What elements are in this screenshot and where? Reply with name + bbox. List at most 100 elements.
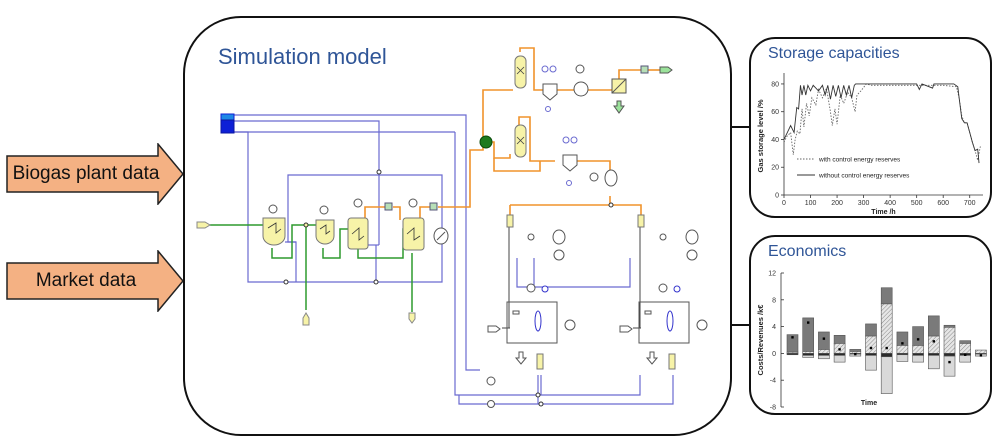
y-tick-label: 40 [771, 137, 779, 144]
gas-splitter-icon[interactable] [479, 135, 493, 149]
bar-segment [833, 355, 846, 363]
junction-icon [608, 202, 614, 208]
net-value-marker [901, 342, 904, 345]
series-line-2 [783, 83, 980, 164]
bar-segment [802, 351, 815, 354]
bar-segment [896, 331, 909, 346]
junction-icon [373, 279, 379, 285]
x-tick-label: 400 [884, 200, 896, 207]
compressor-icon[interactable] [573, 81, 589, 97]
junction-icon [376, 169, 382, 175]
bar-segment [833, 353, 846, 356]
bar-segment [818, 331, 830, 350]
y-tick-label: 60 [771, 109, 779, 116]
junction-icon [535, 392, 541, 398]
net-value-marker [791, 336, 794, 339]
panel-title: Simulation model [218, 44, 387, 69]
y-axis-label: Costs/Revenues /k€ [756, 304, 765, 376]
biomethane-output-icon[interactable] [659, 66, 673, 74]
y-tick-label: 0 [772, 351, 776, 358]
y-tick-label: 20 [771, 165, 779, 172]
x-tick-label: 300 [858, 200, 870, 207]
bar-segment [818, 353, 830, 356]
net-value-marker [948, 360, 951, 364]
bar-segment [896, 354, 909, 362]
arrow-shape [6, 248, 184, 314]
bar-segment [802, 353, 815, 356]
net-value-marker [854, 352, 857, 356]
upgrading-column-1[interactable] [514, 55, 527, 89]
net-value-marker [885, 346, 888, 350]
x-tick-label: 200 [831, 200, 843, 207]
gas-sensor-icon [640, 65, 649, 74]
bar-segment [865, 335, 877, 354]
heat-exchanger-1[interactable] [541, 65, 558, 112]
bar-segment [943, 355, 956, 377]
gas-lines [364, 47, 660, 220]
bar-segment [943, 353, 956, 357]
bar-segment [880, 356, 893, 394]
gas-sensor-icon [429, 202, 438, 211]
net-value-marker [932, 340, 935, 343]
arrow-right-icon [6, 248, 184, 314]
bar-segment [786, 353, 799, 356]
blower-icon[interactable] [604, 169, 618, 187]
panel-title: Economics [768, 243, 847, 260]
bar-segment [786, 334, 799, 353]
bar-segment [833, 335, 846, 344]
substrate-input-icon[interactable] [302, 312, 310, 326]
bar-segment [865, 323, 877, 337]
digester-3[interactable] [347, 198, 369, 250]
net-value-marker [979, 354, 983, 357]
junction-icon [303, 222, 309, 228]
net-value-marker [869, 346, 873, 350]
arrow-shape [6, 141, 184, 207]
junction-icon [283, 279, 289, 285]
digester-2[interactable] [315, 205, 335, 245]
substrate-feed-in-icon[interactable] [196, 221, 211, 229]
legend-label: with control energy reserves [818, 157, 901, 164]
bar-segment [849, 349, 862, 352]
chp-unit-1[interactable] [487, 214, 576, 370]
heating-pump-icon[interactable] [487, 400, 495, 408]
motor-icon [575, 64, 585, 74]
digester-1[interactable] [262, 204, 286, 246]
bar-segment [975, 349, 987, 354]
y-tick-label: -4 [770, 378, 776, 385]
blower-motor-icon [589, 172, 599, 182]
bar-segment [943, 326, 956, 354]
bar-segment [896, 345, 909, 354]
digestate-output-icon[interactable] [408, 312, 416, 324]
heat-exchanger-2[interactable] [562, 136, 578, 186]
chp-unit-2[interactable] [619, 214, 708, 370]
x-tick-label: 500 [911, 200, 923, 207]
junction-icon [538, 401, 544, 407]
biogas-storage-icon[interactable] [220, 119, 235, 134]
biogas-plant-data-arrow: Biogas plant data [6, 141, 184, 207]
x-tick-label: 0 [782, 200, 786, 207]
bar-segment [912, 353, 924, 356]
offgas-output-icon[interactable] [613, 100, 625, 114]
x-tick-label: 600 [937, 200, 949, 207]
y-tick-label: -8 [770, 405, 776, 412]
net-value-marker [916, 338, 920, 341]
y-tick-label: 8 [772, 297, 776, 304]
y-tick-label: 0 [775, 193, 779, 200]
pump-motor-icon [486, 376, 496, 386]
bar-segment [802, 317, 815, 352]
control-lines [502, 225, 641, 329]
arrow-label: Market data [35, 270, 137, 291]
legend-label: without control energy reserves [818, 173, 910, 180]
y-axis-label: Gas storage level /% [756, 99, 765, 172]
heat-lines [234, 114, 674, 405]
bar-segment [959, 343, 971, 354]
digester-4[interactable] [402, 198, 425, 251]
panel-title: Storage capacities [768, 45, 900, 62]
bar-segment [865, 355, 877, 371]
bar-segment [880, 353, 893, 358]
bar-segment [818, 349, 830, 354]
arrow-right-icon [6, 141, 184, 207]
x-axis-label: Time [861, 400, 877, 407]
bar-segment [880, 287, 893, 305]
